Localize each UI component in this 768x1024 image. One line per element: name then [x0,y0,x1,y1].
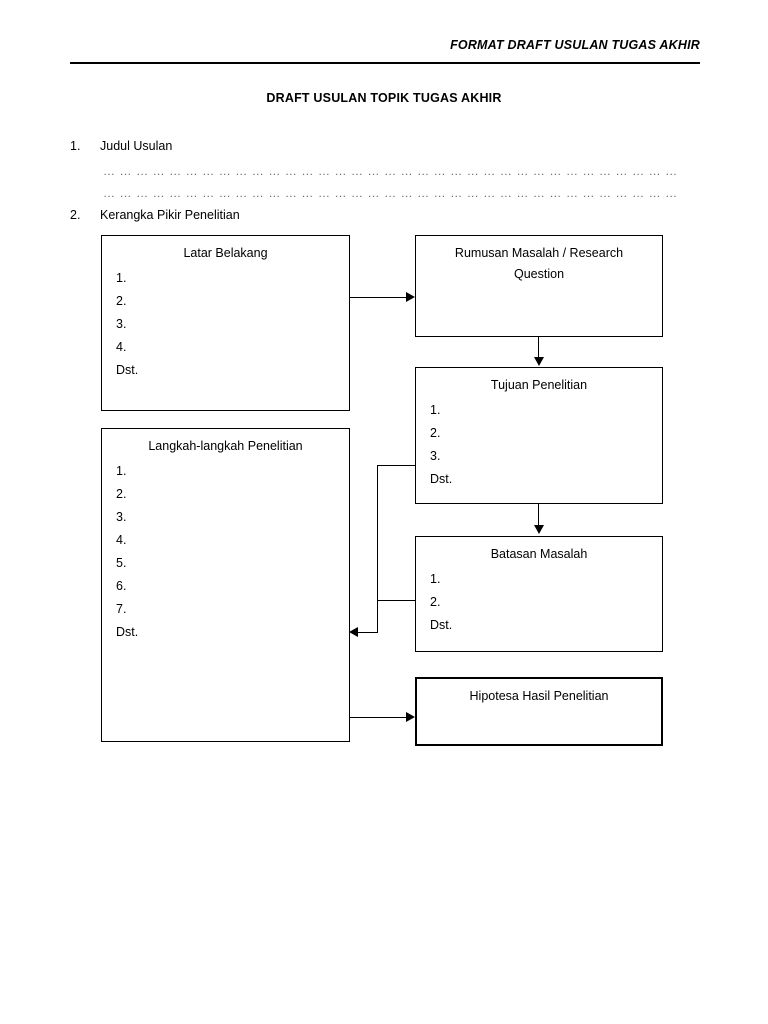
box-item-list: 1. 2. Dst. [430,568,452,637]
fill-in-line-1: … … … … … … … … … … … … … … … … … … … … … [103,164,681,178]
list-item: Dst. [430,472,453,486]
connector-latar-to-rumusan [350,297,408,298]
connector-bus-to-langkah [357,632,378,633]
box-latar-belakang: Latar Belakang 1. 2. 3. 4. Dst. [101,235,350,411]
list-item: 3. [430,449,441,463]
box-item-list: 1. 2. 3. Dst. [430,399,452,491]
list-item: 6. [116,579,127,593]
arrowhead-right-icon [406,712,415,722]
box-rumusan-masalah: Rumusan Masalah / Research Question [415,235,663,337]
fill-in-line-2: … … … … … … … … … … … … … … … … … … … … … [103,186,681,200]
box-batasan-masalah: Batasan Masalah 1. 2. Dst. [415,536,663,652]
connector-langkah-to-hipotesa [350,717,408,718]
box-title-line-1: Rumusan Masalah / Research [454,246,624,260]
section-judul-usulan: 1. Judul Usulan [70,139,470,157]
page-title: DRAFT USULAN TOPIK TUGAS AKHIR [266,91,502,105]
connector-tujuan-stub [377,465,416,466]
list-item: 5. [116,556,127,570]
list-item: 2. [116,487,127,501]
box-title: Batasan Masalah [490,547,588,561]
connector-rumusan-to-tujuan [538,337,539,358]
box-title: Latar Belakang [183,246,268,260]
section-label: Kerangka Pikir Penelitian [100,208,240,222]
list-item: 7. [116,602,127,616]
box-item-list: 1. 2. 3. 4. Dst. [116,267,138,382]
arrowhead-left-icon [349,627,358,637]
list-item: 1. [116,271,127,285]
section-number: 2. [70,208,81,222]
box-tujuan-penelitian: Tujuan Penelitian 1. 2. 3. Dst. [415,367,663,504]
box-hipotesa-hasil-penelitian: Hipotesa Hasil Penelitian [415,677,663,746]
section-number: 1. [70,139,81,153]
list-item: 4. [116,340,127,354]
box-langkah-langkah-penelitian: Langkah-langkah Penelitian 1. 2. 3. 4. 5… [101,428,350,742]
list-item: Dst. [116,363,139,377]
header-divider [70,62,700,64]
section-label: Judul Usulan [100,139,173,153]
list-item: 3. [116,317,127,331]
box-title: Hipotesa Hasil Penelitian [469,689,609,703]
list-item: 2. [430,595,441,609]
running-header: FORMAT DRAFT USULAN TUGAS AKHIR [450,38,700,52]
connector-merge-bus [377,465,378,633]
box-title: Tujuan Penelitian [490,378,588,392]
list-item: 3. [116,510,127,524]
list-item: 2. [430,426,441,440]
connector-batasan-stub [377,600,416,601]
list-item: 1. [430,572,441,586]
section-kerangka-pikir: 2. Kerangka Pikir Penelitian [70,208,470,226]
arrowhead-down-icon [534,357,544,366]
box-item-list: 1. 2. 3. 4. 5. 6. 7. Dst. [116,460,138,644]
arrowhead-down-icon [534,525,544,534]
connector-tujuan-to-batasan [538,504,539,526]
box-title: Langkah-langkah Penelitian [148,439,303,453]
box-title: Rumusan Masalah / Research Question [416,243,662,285]
list-item: 2. [116,294,127,308]
list-item: Dst. [430,618,453,632]
list-item: 4. [116,533,127,547]
list-item: Dst. [116,625,139,639]
box-title-line-2: Question [513,267,565,281]
list-item: 1. [116,464,127,478]
list-item: 1. [430,403,441,417]
arrowhead-right-icon [406,292,415,302]
